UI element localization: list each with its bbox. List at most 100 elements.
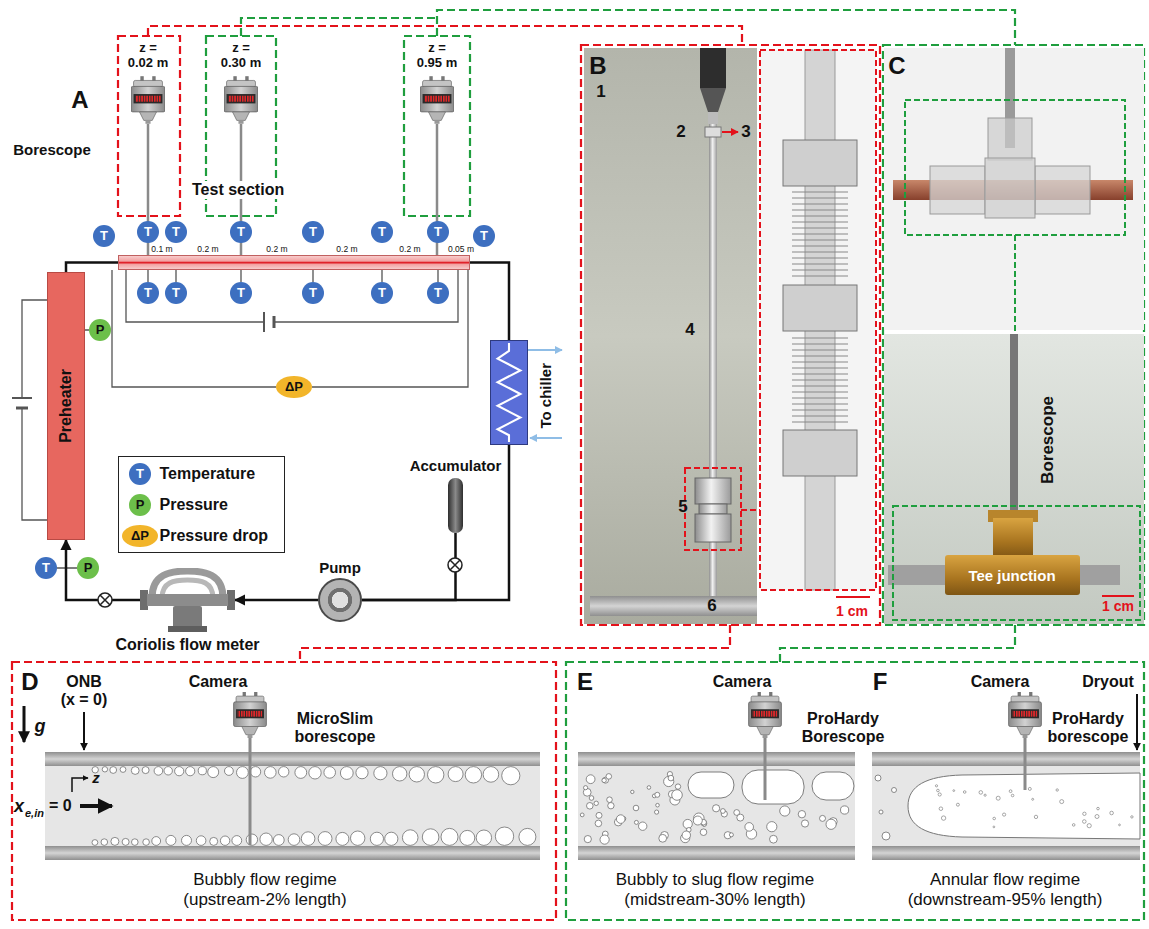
heat-exchanger-drawing [498,343,521,442]
tee-photo [993,518,1033,558]
dimension-label: 0.05 m [447,245,475,254]
fitting-cad [792,246,848,247]
accumulator-tank: Accumulator [448,478,463,533]
pressure-drop-sensor: ΔP [276,376,312,398]
bubble [210,837,218,845]
fitting-cad [836,596,870,598]
borescope-label: ProHardy Borescope [798,710,888,747]
test-section-photo [695,514,731,542]
legend-text: Pressure [160,496,229,514]
temperature-sensor: T [35,557,57,579]
bubble [154,767,163,776]
bubble [616,815,625,824]
indicator-arrow [83,712,85,750]
fitting-cad [783,140,857,186]
position-label: z = 0.02 m [125,41,171,71]
bubble [734,810,740,816]
vapor-slug [688,772,734,798]
coriolis-flow-meter-drawing [140,568,235,632]
valve-symbol [98,593,112,607]
tee-photo [884,334,1144,624]
bubble [519,828,536,845]
heat-exchanger-drawing [491,341,527,444]
bubble [580,813,584,817]
droplet [882,832,890,840]
dashed-link [241,10,1015,45]
droplet [1083,820,1087,824]
vapor-slug [812,772,854,800]
test-section-photo [741,509,760,511]
droplet [875,775,1133,840]
fitting-cad [792,222,848,223]
flow-pipe [872,752,1140,766]
pipe-connector [362,533,456,600]
coriolis-flow-meter-drawing [152,571,223,598]
droplet [1097,807,1100,810]
borescope-camera [224,76,258,124]
fitting-cad [792,192,848,422]
fitting-cad [792,252,848,253]
pump-symbol: Pump [318,578,362,622]
bubble [631,790,634,793]
vapor-slug [688,770,854,804]
dimension-label: 0.2 m [398,245,421,254]
droplet [1087,824,1091,828]
bubble [639,822,647,830]
borescope-label: ProHardy borescope [1043,710,1133,747]
tee-cad [884,48,1144,332]
panel-frame [12,662,556,920]
bubble [393,767,407,781]
dimension-label: 0.2 m [335,245,358,254]
bubble [356,767,368,779]
tee-photo [1102,595,1134,597]
flow-pipe [578,766,855,846]
bubble [820,815,826,821]
temperature-sensor: T [93,225,115,247]
tee-photo [893,506,1140,620]
temperature-sensor: T [230,221,252,243]
borescope-camera [420,76,454,124]
bubble [232,836,242,846]
scale-bar-label: 1 cm [836,603,868,619]
temperature-sensor: T [165,221,187,243]
valve-symbol [98,558,462,607]
fitting-cad [792,350,848,351]
legend-symbol: ΔP [131,529,149,544]
fitting-cad [760,50,876,590]
coriolis-flow-meter-drawing [227,590,235,610]
panel-letter: B [589,52,606,80]
tee-photo [884,334,1144,624]
coriolis-flow-meter: Coriolis flow meter [140,568,235,632]
droplet [875,775,881,781]
test-section-photo [584,48,757,624]
temperature-sensor: T [473,225,495,247]
droplet [963,791,966,794]
node-label: Pump [319,559,361,576]
fitting-cad [792,240,848,241]
temperature-sensor: T [371,221,393,243]
position-label: z = 0.30 m [218,41,264,71]
pipe-connector [362,445,509,600]
bubble [220,836,229,845]
callout-number: 4 [685,320,694,340]
test-section-photo [700,48,726,88]
bubble [131,767,139,775]
flow-pipe [45,752,1140,860]
bubble [441,828,458,845]
wire [273,316,276,328]
bubble [633,805,639,811]
heat-exchanger: To chiller [490,340,528,445]
pipe-connector [470,263,509,341]
text-label: Camera [189,673,248,691]
coriolis-flow-meter-drawing [168,626,207,632]
fitting-cad [792,228,848,229]
test-section-tube: Test section [118,255,470,270]
fitting-cad [792,398,848,399]
fitting-cad [792,422,848,423]
bubble [142,767,149,774]
fitting-cad [792,386,848,387]
tee-cad [930,166,985,214]
bubble [672,790,683,801]
bubble [607,797,613,803]
wire [148,270,438,282]
